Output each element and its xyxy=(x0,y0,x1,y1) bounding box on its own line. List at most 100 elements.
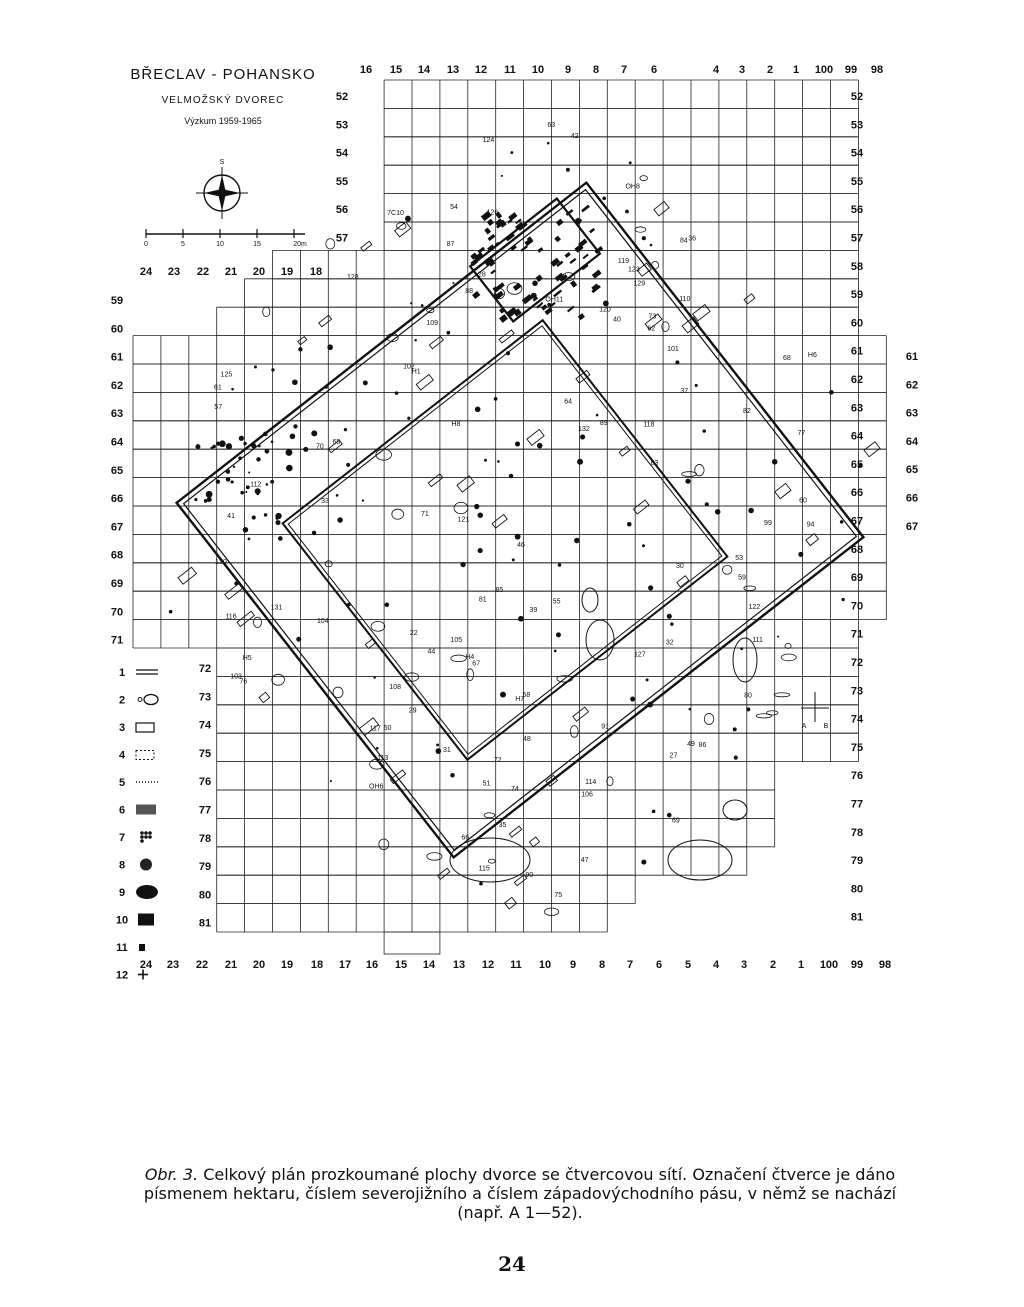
right-row-label: 67 xyxy=(851,516,863,528)
dense-feature xyxy=(594,246,604,254)
dense-feature xyxy=(535,303,542,309)
feature-number: 129 xyxy=(633,280,645,287)
bottom-column-label: 17 xyxy=(339,959,351,971)
feature-number: 39 xyxy=(529,607,537,614)
outer-right-row-label: 61 xyxy=(906,351,918,363)
caption-text: Celkový plán prozkoumané plochy dvorce s… xyxy=(143,1165,897,1222)
feature-number: H1 xyxy=(412,368,421,375)
dense-feature xyxy=(254,488,261,495)
lower-row-label: 73 xyxy=(199,691,211,703)
posthole xyxy=(580,434,586,440)
right-row-label: 81 xyxy=(851,912,863,924)
section-label-a: A xyxy=(802,723,807,730)
left-row-label: 62 xyxy=(111,380,123,392)
irregular-feature xyxy=(585,619,615,661)
left-row-label: 66 xyxy=(111,493,123,505)
irregular-feature xyxy=(722,799,748,821)
dense-feature xyxy=(480,210,492,222)
posthole xyxy=(477,512,484,518)
bottom-column-label: 22 xyxy=(196,959,208,971)
right-row-label: 76 xyxy=(851,770,863,782)
posthole xyxy=(479,881,483,886)
feature-number: H6 xyxy=(808,352,817,359)
posthole xyxy=(771,459,778,465)
dense-feature xyxy=(492,293,497,298)
feature-number: 53 xyxy=(735,555,743,562)
dense-feature xyxy=(565,209,574,216)
site-subtitle: VELMOŽSKÝ DVOREC xyxy=(161,95,285,106)
feature-number: 91 xyxy=(601,724,609,731)
lower-row-label: 72 xyxy=(199,663,211,675)
right-row-label: 80 xyxy=(851,883,863,895)
posthole xyxy=(602,300,609,307)
feature-number: 81 xyxy=(479,597,487,604)
grave-outline xyxy=(632,499,650,515)
posthole xyxy=(645,678,649,682)
feature-number: 110 xyxy=(679,296,690,303)
feature-number: 74 xyxy=(511,786,519,793)
feature-number: 57 xyxy=(214,404,222,411)
dense-feature xyxy=(550,257,561,267)
pit-outline xyxy=(773,692,791,698)
posthole xyxy=(685,478,691,484)
feature-number: 41 xyxy=(227,513,235,520)
dense-feature xyxy=(567,305,575,313)
right-row-label: 79 xyxy=(851,855,863,867)
right-row-label: 74 xyxy=(851,714,864,726)
bottom-column-label: 9 xyxy=(570,959,576,971)
dense-feature xyxy=(265,483,269,486)
posthole xyxy=(574,537,580,544)
compass-needle xyxy=(222,189,240,197)
pit-outline xyxy=(324,560,333,568)
feature-number: 116 xyxy=(225,614,236,621)
posthole xyxy=(555,632,561,638)
legend-symbol-hatched-fill xyxy=(136,804,156,815)
dense-feature xyxy=(264,448,270,454)
posthole xyxy=(530,292,537,299)
grave-outline xyxy=(394,221,412,238)
posthole xyxy=(508,473,514,479)
feature-number: 44 xyxy=(427,649,435,656)
grave-outline xyxy=(327,439,343,454)
feature-number: 55 xyxy=(553,599,561,606)
legend-symbol-dark-cluster xyxy=(140,858,152,871)
top-column-label: 1 xyxy=(793,64,799,76)
inner-row-label: 57 xyxy=(336,233,348,245)
right-row-label: 75 xyxy=(851,742,863,754)
feature-number: 121 xyxy=(458,516,470,523)
title-block: BŘECLAV - POHANSKO VELMOŽSKÝ DVOREC Výzk… xyxy=(118,66,328,126)
posthole xyxy=(829,390,834,395)
grave-outline xyxy=(224,583,244,600)
dense-feature xyxy=(544,307,553,316)
posthole xyxy=(384,602,390,607)
legend-number: 3 xyxy=(119,722,125,734)
bottom-column-label: 13 xyxy=(453,959,465,971)
posthole xyxy=(271,368,275,372)
dense-feature xyxy=(513,308,522,317)
dense-feature xyxy=(286,464,293,472)
grave-outline xyxy=(360,240,373,252)
feature-number: 130 xyxy=(215,559,227,566)
right-row-label: 72 xyxy=(851,657,863,669)
posthole xyxy=(532,280,538,287)
top-column-label: 15 xyxy=(390,64,402,76)
legend-number: 2 xyxy=(119,695,125,707)
dense-feature xyxy=(470,252,478,260)
feature-number: 86 xyxy=(699,742,707,749)
dense-feature xyxy=(520,245,528,252)
bottom-column-label: 21 xyxy=(225,959,237,971)
enclosure-walls xyxy=(174,180,866,860)
pit-outline xyxy=(556,675,573,683)
bottom-column-label: 1 xyxy=(798,959,804,971)
top-column-label: 10 xyxy=(532,64,544,76)
scale-tick-label: 0 xyxy=(144,241,148,248)
feature-number: 125 xyxy=(221,372,233,379)
feature-number: 120 xyxy=(599,307,611,314)
dense-feature xyxy=(509,244,517,251)
posthole xyxy=(666,812,672,818)
right-row-label: 69 xyxy=(851,572,863,584)
dense-feature xyxy=(495,211,503,219)
dense-feature xyxy=(238,456,242,461)
